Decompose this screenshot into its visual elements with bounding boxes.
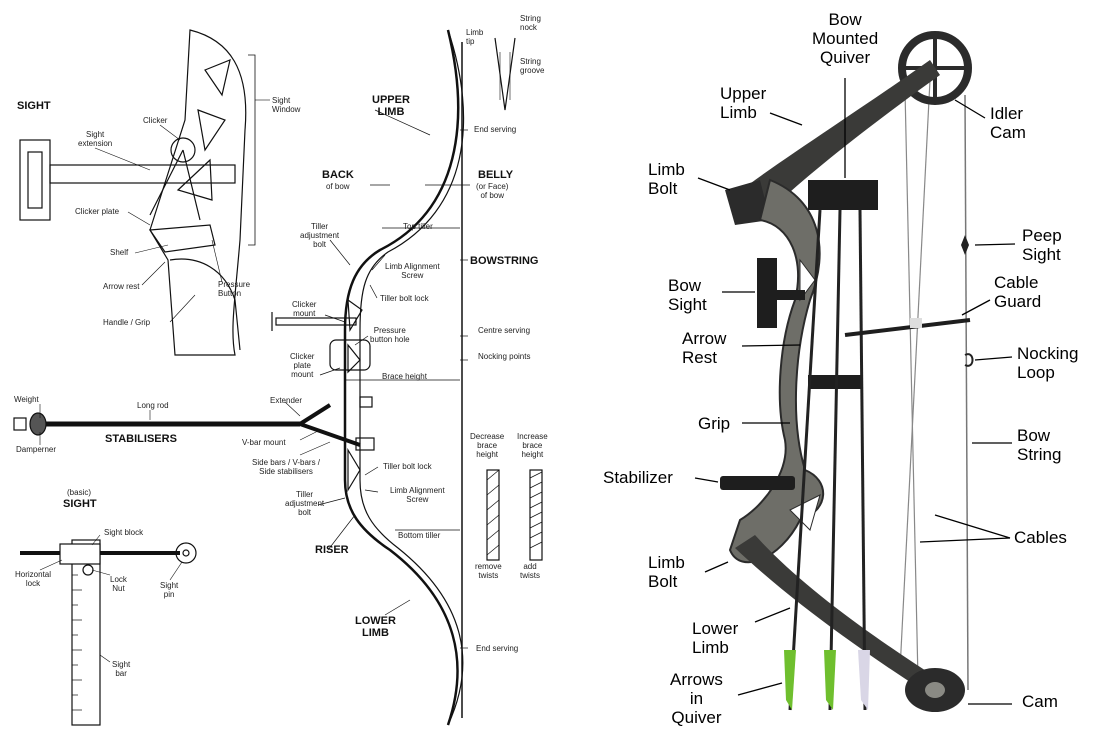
tiller-adjustment-bolt-bottom-label: Tiller adjustment bolt: [285, 490, 324, 517]
back-title: BACK: [322, 169, 354, 181]
v-bar-mount-label: V-bar mount: [242, 438, 286, 447]
nocking-points-label: Nocking points: [478, 352, 530, 361]
top-tiller-label: Top tiller: [403, 222, 433, 231]
tiller-adjustment-bolt-top-label: Tiller adjustment bolt: [300, 222, 339, 249]
decrease-brace-height-label: Decrease brace height: [470, 432, 504, 459]
brace-height-label: Brace height: [382, 372, 427, 381]
limb-tip-label: Limb tip: [466, 28, 483, 46]
string-groove-label: String groove: [520, 57, 544, 75]
idler-cam-label: Idler Cam: [990, 104, 1026, 142]
riser-title: RISER: [315, 544, 349, 556]
belly-sub: (or Face) of bow: [476, 182, 508, 200]
sight-bar-label: Sight bar: [112, 660, 130, 678]
basic-sight-subtitle: (basic): [67, 488, 91, 497]
limb-bolt-top-label: Limb Bolt: [648, 160, 685, 198]
grip-label: Grip: [698, 414, 730, 433]
lock-nut-label: Lock Nut: [110, 575, 127, 593]
add-twists-label: add twists: [520, 562, 540, 580]
damperner: [30, 413, 46, 435]
bowstring-title: BOWSTRING: [470, 255, 538, 267]
side-bars-label: Side bars / V-bars / Side stabilisers: [252, 458, 320, 476]
compound-bow: [695, 35, 1015, 712]
sight-pin-label: Sight pin: [160, 581, 178, 599]
sight-bar: [72, 540, 100, 725]
centre-serving-label: Centre serving: [478, 326, 530, 335]
tiller-bolt-lock-top-label: Tiller bolt lock: [380, 294, 429, 303]
end-serving-bottom-label: End serving: [476, 644, 518, 653]
clicker-plate-label: Clicker plate: [75, 207, 119, 216]
limb-alignment-screw-bottom-label: Limb Alignment Screw: [390, 486, 445, 504]
upper-limb-label: Upper Limb: [720, 84, 766, 122]
lower-limb-label: Lower Limb: [692, 619, 738, 657]
stabilizer-label: Stabilizer: [603, 468, 673, 487]
horizontal-lock-label: Horizontal lock: [15, 570, 51, 588]
long-rod-label: Long rod: [137, 401, 169, 410]
sight-extension-bar: [50, 165, 235, 183]
stabilizer-rod: [720, 476, 795, 490]
extender-label: Extender: [270, 396, 302, 405]
clicker-mount-label: Clicker mount: [292, 300, 316, 318]
damperner-label: Damperner: [16, 445, 56, 454]
sight-block-label: Sight block: [104, 528, 143, 537]
quiver-hood: [808, 180, 878, 210]
sight-title: SIGHT: [17, 100, 51, 112]
weight: [14, 418, 26, 430]
pressure-button-label: Pressure Button: [218, 280, 250, 298]
sight-window-label: Sight Window: [272, 96, 300, 114]
belly-title: BELLY: [478, 169, 513, 181]
bow-sight-label: Bow Sight: [668, 276, 707, 314]
arrows-in-quiver-label: Arrows in Quiver: [670, 670, 723, 727]
back-sub: of bow: [326, 182, 350, 191]
pressure-button-hole-label: Pressure button hole: [370, 326, 410, 344]
remove-twists-label: remove twists: [475, 562, 502, 580]
sight-extension-label: Sight extension: [78, 130, 112, 148]
arrow-rest-label: Arrow rest: [103, 282, 139, 291]
cam-label: Cam: [1022, 692, 1058, 711]
string-nock-label: String nock: [520, 14, 541, 32]
riser-closeup: [150, 30, 246, 355]
peep-sight-label: Peep Sight: [1022, 226, 1062, 264]
nocking-loop-label: Nocking Loop: [1017, 344, 1078, 382]
shelf-label: Shelf: [110, 248, 128, 257]
arrow-rest-label: Arrow Rest: [682, 329, 726, 367]
clicker-plate-mount-label: Clicker plate mount: [290, 352, 314, 379]
handle-grip-label: Handle / Grip: [103, 318, 150, 327]
limb-alignment-screw-top-label: Limb Alignment Screw: [385, 262, 440, 280]
clicker-label: Clicker: [143, 116, 167, 125]
basic-sight-title: SIGHT: [63, 498, 97, 510]
limb-bolt-bottom-label: Limb Bolt: [648, 553, 685, 591]
upper-limb-title: UPPER LIMB: [372, 94, 410, 118]
bow-sight-housing: [757, 258, 777, 328]
tiller-bolt-lock-bottom-label: Tiller bolt lock: [383, 462, 432, 471]
weight-label: Weight: [14, 395, 39, 404]
increase-brace-height-label: Increase brace height: [517, 432, 548, 459]
lower-limb-title: LOWER LIMB: [355, 615, 396, 639]
bow-mounted-quiver-label: Bow Mounted Quiver: [812, 10, 878, 67]
stabilisers-title: STABILISERS: [105, 433, 177, 445]
bow-string-label: Bow String: [1017, 426, 1061, 464]
cables-label: Cables: [1014, 528, 1067, 547]
cable-guard-label: Cable Guard: [994, 273, 1041, 311]
end-serving-top-label: End serving: [474, 125, 516, 134]
bottom-tiller-label: Bottom tiller: [398, 531, 440, 540]
